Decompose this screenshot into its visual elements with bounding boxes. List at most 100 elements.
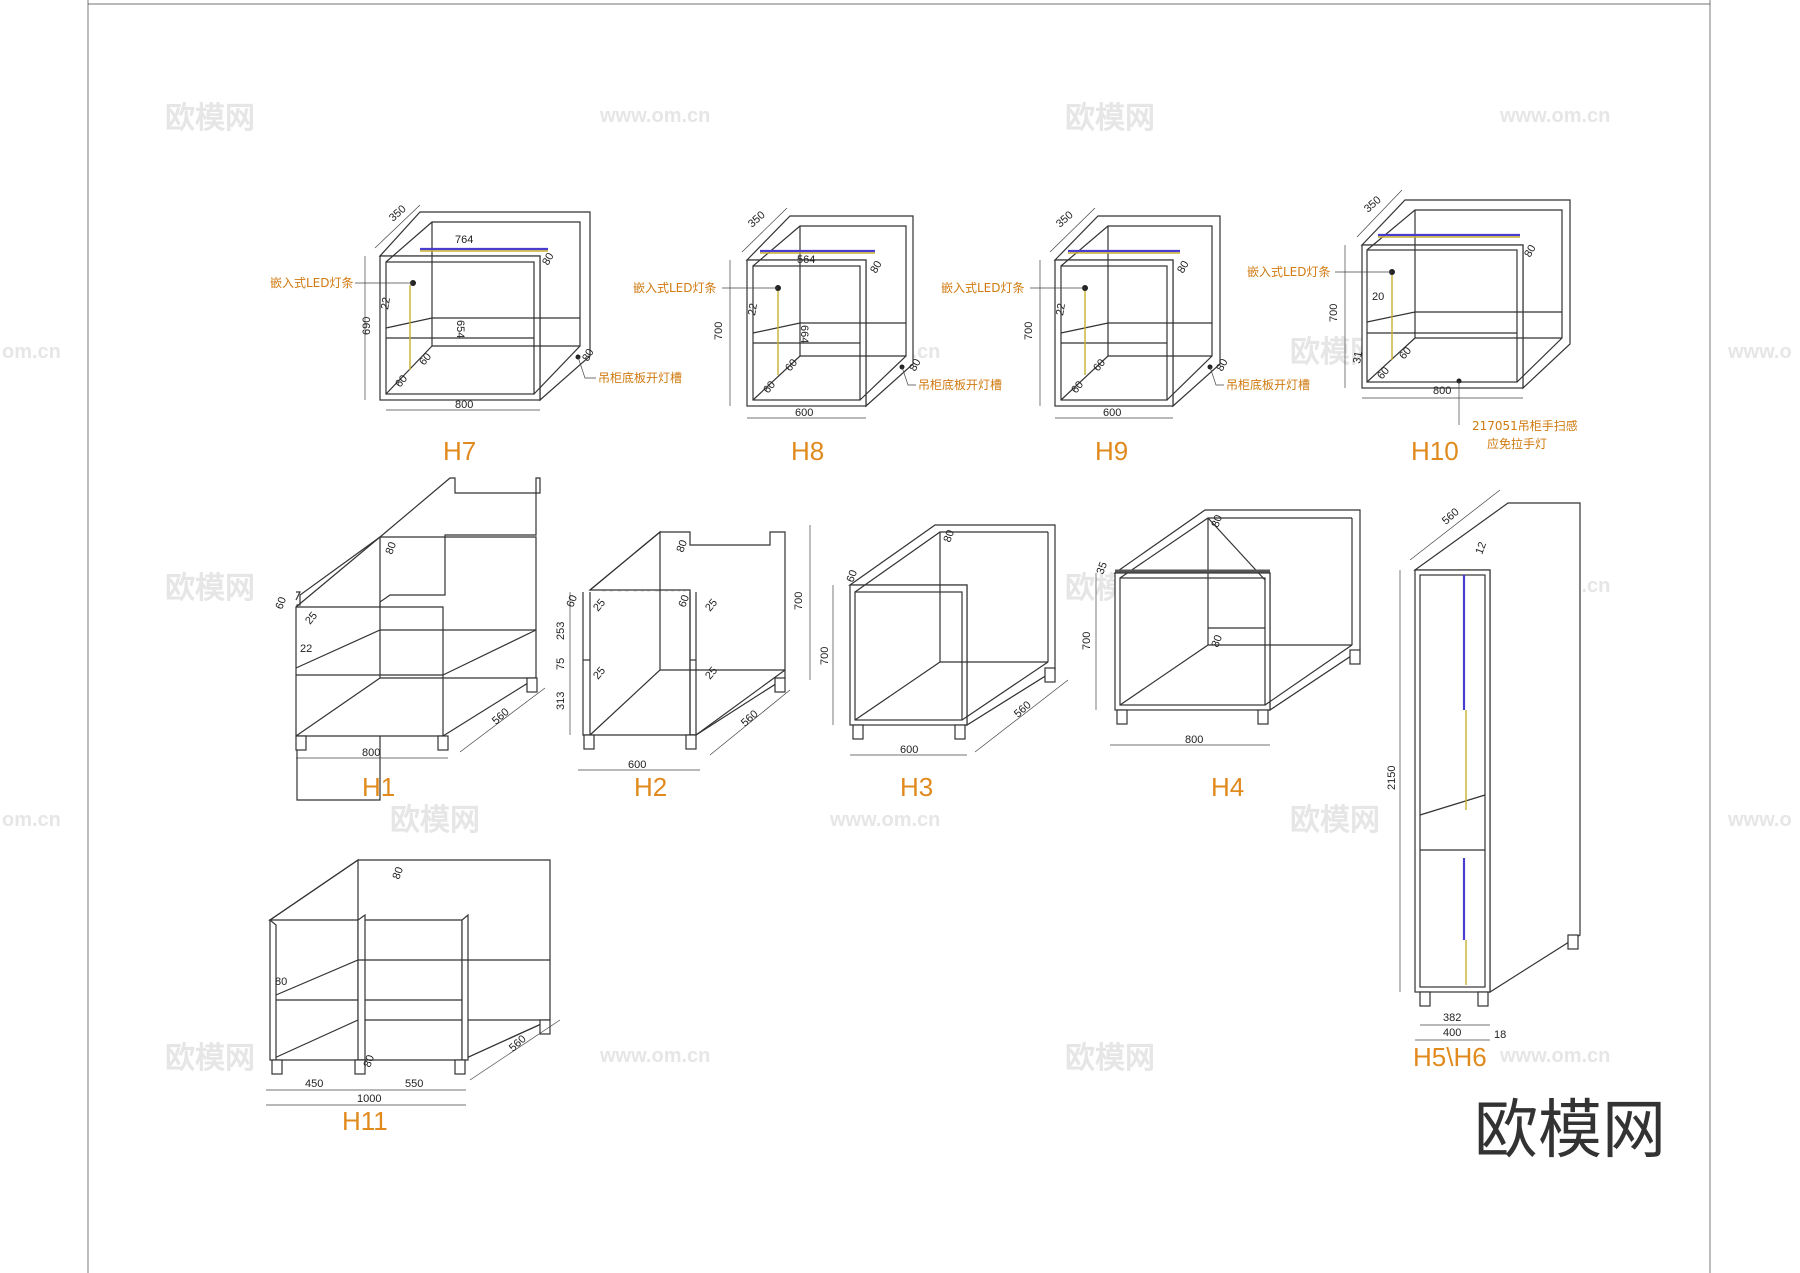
dim-80: 80 [1175, 259, 1192, 276]
cabinet-title: H1 [362, 772, 395, 802]
led-strip-label: 嵌入式LED灯条 [941, 281, 1025, 295]
cabinet-h2: 600 560 700 80 60 60 25 25 25 25 253 75 … [555, 525, 811, 802]
drawing-line [385, 317, 580, 329]
dim-height: 700 [819, 647, 831, 665]
dim-80: 80 [942, 528, 957, 544]
dim-height: 2150 [1386, 766, 1398, 790]
watermark-url: www.om.cn [1499, 1045, 1610, 1067]
watermark-text: 欧模网 [390, 803, 480, 838]
drawing-line [1409, 489, 1501, 561]
drawing-line [1356, 189, 1403, 238]
drawing-line [271, 1019, 551, 1075]
drawing-line [295, 536, 537, 737]
drawing-line [589, 530, 661, 736]
watermark-url: www.om.cn [599, 105, 710, 127]
drawing-line [1060, 322, 1212, 334]
slot-label: 吊柜底板开灯槽 [918, 377, 1002, 392]
cabinet-h8: 350 564 600 700 664 80 80 22 60 60 嵌入式LE… [633, 207, 1002, 466]
dim-depth: 350 [1362, 194, 1384, 215]
dim-depth: 560 [1440, 506, 1462, 527]
drawing-line [1049, 207, 1096, 253]
dim-400: 400 [1443, 1027, 1461, 1039]
watermark-url: www.om.cn [1499, 105, 1610, 127]
watermark-text: 欧模网 [1065, 1041, 1155, 1076]
note-2: 应免拉手灯 [1487, 436, 1547, 451]
dim-22: 22 [1054, 302, 1068, 316]
drawing-line [1366, 311, 1562, 323]
dim-20: 20 [1372, 291, 1384, 303]
dim-height: 700 [1023, 322, 1035, 340]
led-strip-label: 嵌入式LED灯条 [1247, 265, 1331, 279]
slot-label: 吊柜底板开灯槽 [1226, 377, 1310, 392]
dim-80: 80 [580, 347, 597, 364]
dim-18: 18 [1494, 1029, 1506, 1041]
dim-12: 12 [1474, 540, 1489, 556]
led-strip-label: 嵌入式LED灯条 [633, 281, 717, 295]
drawing-line [582, 592, 591, 736]
drawing-line [1119, 644, 1209, 706]
drawing-line [385, 221, 581, 395]
dim-22: 22 [746, 302, 760, 316]
drawing-line [852, 667, 1056, 740]
dim-80: 80 [1522, 243, 1539, 260]
watermark-text: 欧模网 [1290, 803, 1380, 838]
dim-80: 80 [275, 976, 287, 988]
drawing-line [1419, 574, 1486, 988]
dim-60: 60 [274, 595, 289, 611]
drawing-line [459, 687, 546, 753]
dim-80: 80 [384, 540, 399, 556]
watermark-url: www.om.cn [599, 1045, 710, 1067]
drawing-line [854, 591, 963, 721]
cabinet-title: H11 [342, 1106, 388, 1136]
drawing-line [295, 677, 381, 737]
cabinet-title: H2 [634, 772, 667, 802]
drawing-line [1419, 794, 1486, 816]
dim-80: 80 [907, 357, 924, 374]
drawing-line [1209, 366, 1224, 386]
drawing-line [752, 322, 906, 334]
dim-253: 253 [555, 622, 567, 640]
dim-80: 80 [391, 865, 406, 881]
dim-line-depth [374, 204, 421, 249]
dim-inner-height: 654 [454, 320, 466, 338]
cabinet-h9: 350 600 700 80 80 22 60 60 嵌入式LED灯条 吊柜底板… [941, 207, 1310, 466]
drawing-line [1060, 355, 1109, 401]
dim-width: 800 [1185, 734, 1203, 746]
cabinet-h3: 600 560 700 80 60 H3 [819, 524, 1069, 802]
dim-depth: 350 [1054, 209, 1076, 230]
dim-depth: 350 [387, 203, 409, 224]
watermark-layer: 欧模网 www.om.cn 欧模网 www.om.cn om.cn 欧模网 ww… [2, 101, 1792, 1076]
dim-width: 800 [455, 399, 473, 411]
drawing-line [961, 661, 1049, 721]
drawing-line [1119, 577, 1266, 706]
dim-60: 60 [677, 593, 692, 609]
led-strip-label: 嵌入式LED灯条 [270, 276, 354, 290]
watermark-text: 欧模网 [165, 1041, 255, 1076]
drawing-line [709, 689, 791, 756]
dim-382: 382 [1443, 1012, 1461, 1024]
drawing-line [974, 679, 1069, 753]
dim-inner-height: 664 [798, 325, 810, 343]
dim-height: 690 [361, 317, 373, 335]
drawing-line [1366, 249, 1518, 383]
dim-width: 800 [362, 747, 380, 759]
watermark-url: om.cn [2, 809, 61, 831]
cabinet-title: H7 [443, 436, 476, 466]
slot-label: 吊柜底板开灯槽 [598, 370, 682, 385]
drawing-line [357, 913, 366, 1061]
drawing-line [695, 669, 786, 736]
dim-height: 700 [1081, 632, 1093, 650]
drawing-line [385, 345, 433, 395]
drawing-line [269, 918, 277, 1061]
brand-logo: 欧模网 [1474, 1094, 1666, 1168]
watermark-url: om.cn [2, 341, 61, 363]
note-1: 217051吊柜手扫感 [1472, 418, 1578, 433]
dim-75: 75 [555, 658, 567, 670]
drawing-line [588, 531, 786, 736]
drawing-line [1060, 225, 1213, 401]
cabinet-title: H10 [1411, 436, 1459, 466]
drawing-line [577, 356, 596, 379]
dim-width: 800 [1433, 385, 1451, 397]
dim-31: 31 [1351, 350, 1365, 364]
drawing-line [469, 1019, 561, 1081]
